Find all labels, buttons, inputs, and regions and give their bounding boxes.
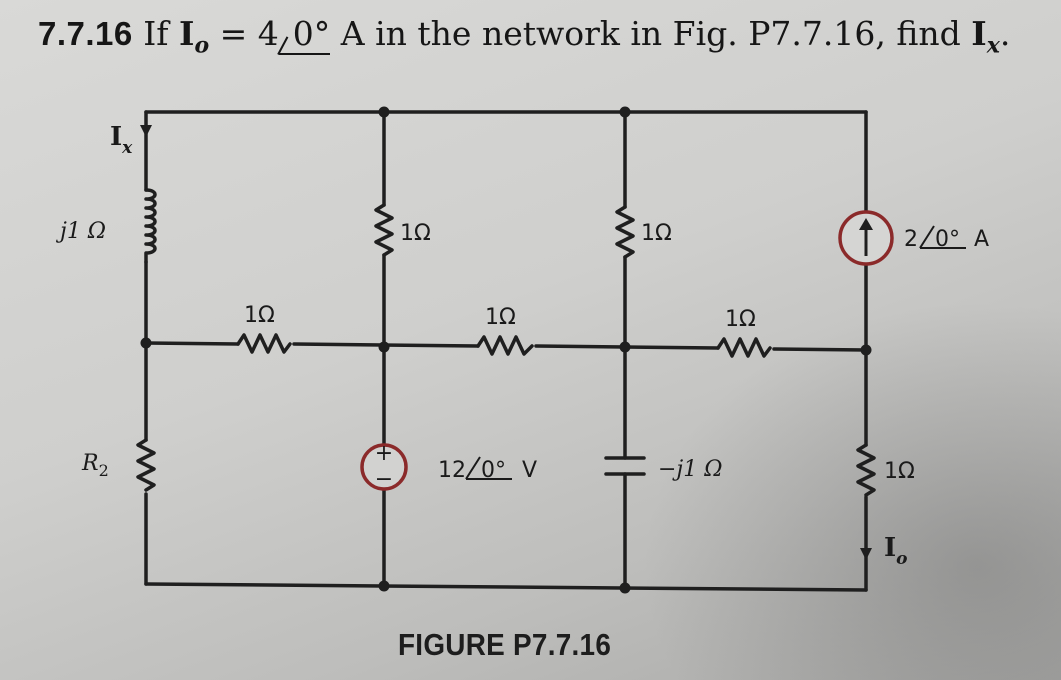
voltage-source-unit: V — [522, 458, 537, 483]
io-letter: I — [179, 14, 195, 53]
ix-subscript: x — [986, 32, 1000, 59]
ix-arrow-icon — [140, 125, 152, 137]
io-label-letter: I — [884, 533, 896, 563]
node-top-2 — [378, 106, 390, 118]
voltage-source: + − — [360, 441, 408, 492]
resistor-vertical-1-label: 1Ω — [400, 221, 431, 246]
problem-middle-text: in the network in Fig. P7.7.16, find — [375, 14, 961, 53]
voltage-source-plus: + — [375, 441, 393, 466]
node-top-3 — [619, 106, 631, 118]
io-angle: 0° — [278, 14, 331, 55]
io-magnitude: 4 — [257, 14, 279, 53]
resistor-horizontal-1 — [236, 333, 292, 354]
resistor-right-bottom-label: 1Ω — [884, 459, 915, 484]
ix-symbol: Ix — [971, 14, 1000, 59]
r2-label-letter: R — [81, 451, 99, 476]
current-source-label: 2 0° A — [904, 225, 989, 252]
resistor-vertical-2-label: 1Ω — [641, 221, 672, 246]
angle-icon-2 — [465, 456, 512, 480]
io-label-sub: o — [896, 549, 907, 569]
resistor-horizontal-3 — [716, 337, 772, 358]
inductor-label: j1 Ω — [55, 219, 106, 244]
node-bottom-3 — [619, 582, 631, 594]
io-label: Io — [884, 533, 908, 569]
problem-period: . — [999, 14, 1011, 53]
ix-label-sub: x — [121, 138, 133, 158]
resistor-r2 — [136, 438, 156, 492]
problem-if: If — [143, 14, 169, 53]
ix-label: Ix — [110, 122, 133, 158]
resistor-horizontal-1-label: 1Ω — [244, 303, 275, 328]
voltage-source-value: 12 — [438, 458, 466, 483]
voltage-source-circle — [360, 443, 408, 491]
circuit-wires — [136, 110, 876, 592]
inductor-j1 — [144, 188, 157, 264]
ix-letter: I — [971, 14, 987, 53]
voltage-source-angle: 0° — [481, 458, 506, 483]
up-arrow-icon — [859, 218, 873, 230]
io-unit: A — [340, 14, 365, 53]
current-source-value: 2 — [904, 227, 918, 252]
ix-label-letter: I — [110, 122, 122, 152]
figure-caption: FIGURE P7.7.16 — [398, 627, 612, 662]
resistor-vertical-2 — [615, 205, 635, 259]
voltage-source-label: 12 0° V — [438, 456, 537, 483]
current-source-unit: A — [974, 227, 989, 252]
current-source-angle: 0° — [935, 227, 960, 252]
node-mid-3 — [619, 341, 631, 353]
node-mid-1 — [140, 337, 152, 349]
capacitor-label: −j1 Ω — [658, 457, 723, 482]
voltage-source-minus: − — [375, 467, 393, 492]
node-bottom-2 — [378, 580, 390, 592]
node-mid-4 — [860, 344, 872, 356]
resistor-horizontal-3-label: 1Ω — [725, 307, 756, 332]
wire-mid-4 — [772, 347, 868, 352]
resistor-vertical-1 — [374, 203, 394, 257]
angle-icon — [919, 225, 966, 249]
r2-label-sub: 2 — [99, 461, 109, 480]
resistor-right-bottom — [856, 443, 876, 497]
resistor-horizontal-2 — [476, 335, 534, 356]
r2-label: R2 — [81, 451, 109, 480]
circuit-nodes — [140, 106, 872, 594]
wire-bottom — [144, 582, 868, 592]
node-mid-2 — [378, 341, 390, 353]
io-symbol: Io — [179, 14, 209, 59]
io-subscript: o — [194, 32, 210, 59]
io-arrow-icon — [860, 548, 872, 560]
equals-sign: = — [219, 14, 248, 53]
current-source — [838, 210, 894, 266]
resistor-horizontal-2-label: 1Ω — [485, 305, 516, 330]
wire-mid-1 — [144, 341, 240, 346]
problem-number: 7.7.16 — [38, 15, 133, 52]
